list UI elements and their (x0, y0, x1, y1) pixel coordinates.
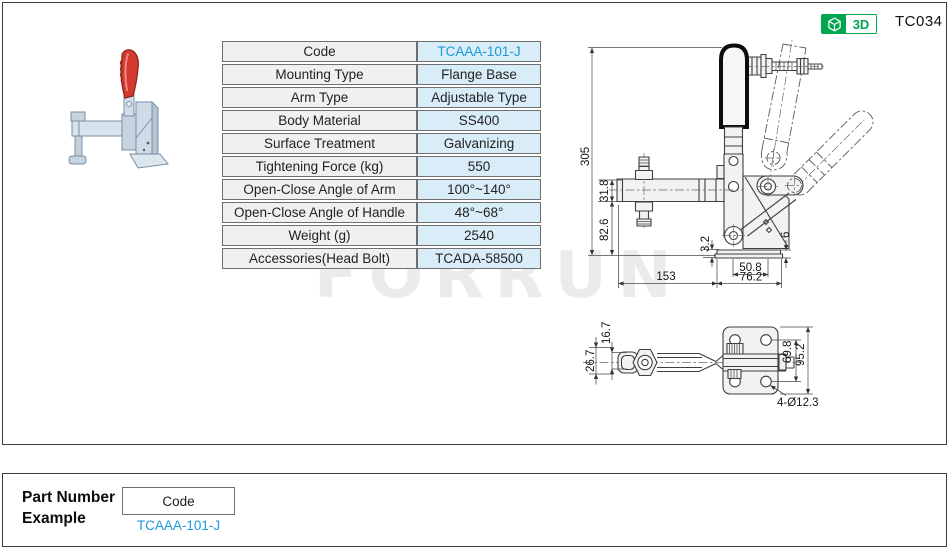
mounting-hole (760, 375, 772, 388)
handle-neck (723, 126, 744, 155)
top-view-dimensions: 16.7 26.7 69.8 95.2 4-Ø12.3 (585, 322, 819, 409)
spec-value: SS400 (417, 110, 541, 131)
spec-label: Accessories(Head Bolt) (222, 248, 417, 269)
table-row: Tightening Force (kg)550 (222, 156, 541, 177)
table-row: Weight (g)2540 (222, 225, 541, 246)
spec-label: Weight (g) (222, 225, 417, 246)
link-plate (121, 113, 137, 151)
technical-drawing: 305 31.8 82.6 3.2 6 50.8 76.2 (580, 39, 874, 409)
hold-down-bolt-nut (70, 111, 86, 122)
spec-value-code: TCAAA-101-J (417, 41, 541, 62)
part-number-title-line2: Example (22, 510, 86, 527)
dim-arm-to-base: 82.6 (599, 219, 611, 241)
catalog-page-code: TC034 (895, 13, 943, 30)
spec-value: TCADA-58500 (417, 248, 541, 269)
spec-value: 48°~68° (417, 202, 541, 223)
view-3d-badge[interactable]: 3D (821, 14, 877, 34)
cube-3d-icon (822, 15, 846, 33)
badge-3d-label: 3D (846, 15, 876, 33)
dim-arm-clevis-width: 26.7 (585, 350, 597, 372)
table-row: Accessories(Head Bolt)TCADA-58500 (222, 248, 541, 269)
hold-down-bolt-shaft (74, 135, 83, 159)
dim-mounting-holes: 4-Ø12.3 (777, 397, 819, 409)
spec-label: Mounting Type (222, 64, 417, 85)
front-view-dimensions: 305 31.8 82.6 3.2 6 50.8 76.2 (580, 47, 792, 288)
spec-value: 550 (417, 156, 541, 177)
dim-base-thickness: 3.2 (700, 236, 712, 252)
part-number-example-title: Part Number Example (22, 487, 115, 529)
top-view: 16.7 26.7 69.8 95.2 4-Ø12.3 (583, 322, 819, 409)
spec-label: Body Material (222, 110, 417, 131)
spindle-bolt (634, 156, 654, 227)
base-plate-front (716, 249, 782, 255)
hold-down-bolt-foot (68, 155, 87, 165)
product-photo-toggle-clamp (68, 49, 169, 169)
code-field-label: Code (162, 493, 195, 509)
dim-base-width: 76.2 (740, 272, 762, 284)
part-number-title-line1: Part Number (22, 489, 116, 506)
spec-label: Open-Close Angle of Handle (222, 202, 417, 223)
spec-label: Tightening Force (kg) (222, 156, 417, 177)
spec-value: Flange Base (417, 64, 541, 85)
example-part-number: TCAAA-101-J (136, 518, 221, 533)
dim-arm-end-width: 16.7 (601, 322, 613, 344)
spec-value: 2540 (417, 225, 541, 246)
clamp-base-flange (129, 153, 169, 169)
swing-bolt (744, 53, 826, 79)
dim-arm-length: 153 (656, 271, 675, 283)
dim-flange-lip: 6 (780, 232, 792, 238)
spec-label: Arm Type (222, 87, 417, 108)
handle-closed (719, 43, 749, 129)
mounting-hole (760, 334, 772, 346)
dim-plate-length: 95.2 (795, 344, 807, 366)
spec-value: Galvanizing (417, 133, 541, 154)
dim-overall-height: 305 (580, 147, 592, 166)
front-view: 305 31.8 82.6 3.2 6 50.8 76.2 (580, 39, 874, 288)
dim-arm-height: 31.8 (599, 180, 611, 202)
red-handle-grip (120, 49, 139, 99)
spec-value: Adjustable Type (417, 87, 541, 108)
spec-label: Open-Close Angle of Arm (222, 179, 417, 200)
spec-value: 100°~140° (417, 179, 541, 200)
spec-label: Surface Treatment (222, 133, 417, 154)
dim-slot-width: 50.8 (739, 262, 761, 274)
main-panel-border (2, 2, 947, 445)
spec-label: Code (222, 41, 417, 62)
code-field-box: Code (122, 487, 235, 515)
dim-hole-pitch: 69.8 (782, 341, 794, 363)
